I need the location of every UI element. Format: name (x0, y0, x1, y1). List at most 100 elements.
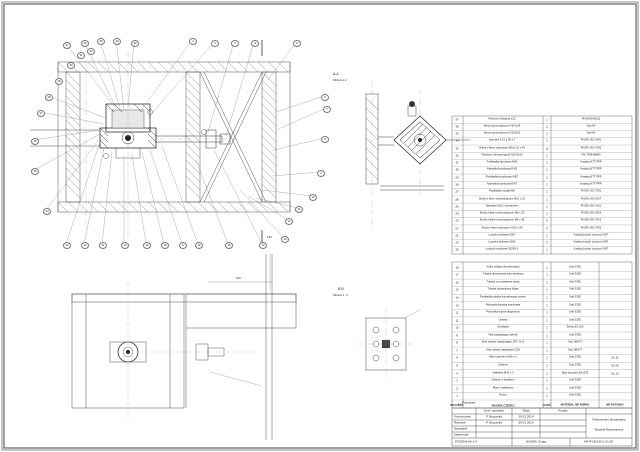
section-bb-scale: SKALA 1 : 2 (333, 293, 349, 297)
bom-cell-qty: 1 (546, 233, 548, 238)
bom-col-qty: ILOŚĆ (543, 403, 551, 407)
bom-cell-qty: 1 (546, 197, 548, 202)
title-col-name: Imię i nazwisko (483, 408, 505, 413)
bom-cell-name: Tulejka dystansowa długa (487, 288, 519, 292)
part-balloon: 37 (63, 42, 71, 49)
part-balloon: 6 (321, 94, 329, 101)
bom-cell-no: 15 (455, 287, 459, 292)
bom-cell-material: Stal S355 (569, 303, 581, 307)
bom-cell-name: Nakrętka łożyskowa KM7 (486, 182, 518, 186)
bom-cell-standard: PN-EN ISO 4017 (580, 197, 602, 201)
bom-cell-qty: 1 (546, 265, 548, 270)
section-bb-view (358, 308, 421, 380)
bom-cell-name: Śruba z łbem walcowym M10 x 80 (481, 226, 523, 230)
part-balloon: 29 (55, 78, 63, 85)
bom-cell-name: Nakrętka M40 x 3 (492, 371, 514, 375)
part-balloon: 27 (37, 110, 45, 117)
bom-cell-qty: 1 (546, 355, 548, 360)
bom-cell-name: Śruba z łbem walcowym M10x1,5 x 40 (479, 146, 525, 150)
bom-cell-standard: Katalog łożysk tocznych SKF (573, 240, 609, 244)
bom-cell-no: 30 (455, 167, 459, 172)
part-balloon: 1 (189, 38, 197, 45)
bom-cell-no: 9 (456, 333, 458, 338)
bom-col-material: MATERIAŁ, NR NORMY (560, 403, 590, 407)
bom-cell-name: Obejmy z drążkiem (491, 378, 515, 382)
bom-cell-name: Nakrętka łożyskowa KM3 (486, 168, 518, 172)
bom-cell-standard: PN-EN ISO 2341 (580, 139, 602, 143)
bom-cell-qty: 1 (546, 131, 548, 136)
bom-cell-name: Obejma (498, 363, 508, 367)
bom-cell-name: Pierścień Simmeringa B 32x72x10 (481, 153, 523, 157)
part-balloon: 9 (317, 170, 325, 177)
bom-cell-sheet: 01.09 (611, 363, 619, 368)
title-row-date: 29.01.2014 (518, 414, 534, 419)
bom-cell-material: Stal S355 (569, 272, 581, 276)
school-name: Politechnika Wrocławska (592, 417, 626, 422)
title-row-role: Konstruował (454, 414, 471, 419)
drawing-frame (3, 3, 637, 449)
part-balloon: 13 (281, 236, 289, 243)
title-row-role: Zatwierdził (454, 432, 469, 437)
bom-cell-no: 10 (455, 325, 459, 330)
bom-cell-no: 34 (455, 138, 459, 143)
part-balloon: 24 (43, 208, 51, 215)
bom-cell-name: Uchwyt (498, 318, 508, 322)
part-balloon: 36 (81, 40, 89, 47)
part-balloon: 3 (231, 40, 239, 47)
bom-cell-name: Pokrywka łożyska zamknięta (485, 303, 521, 307)
bom-cell-name: Obudowa (497, 325, 509, 329)
bom-cell-standard: PN-EN ISO 4762 (580, 146, 602, 150)
part-balloon: 5 (293, 40, 301, 47)
bom-cell-qty: 1 (546, 247, 548, 252)
bom-cell-standard: Katalog NTT PPP (580, 168, 602, 172)
bom-cell-name: Łożysko stożkowe 30209 X (485, 248, 519, 252)
part-balloon: 4 (251, 40, 259, 47)
bom-cell-qty: 1 (546, 348, 548, 353)
part-balloon: 30 (67, 62, 75, 69)
bom-cell-no: 2 (456, 386, 458, 391)
bom-cell-name: Tulejka na ustawienie wrota (486, 280, 520, 284)
bom-cell-standard: Katalog NTT PPP (580, 175, 602, 179)
part-balloon: 12 (285, 218, 293, 225)
bom-cell-qty: 1 (546, 333, 548, 338)
bom-row-lines (452, 123, 632, 401)
bom-col-name: NAZWA CZĘŚCI (491, 403, 515, 408)
bom-cell-material: Żeliwo EL 200 (566, 325, 584, 329)
bom-cell-name: Płyta z wahliwem (492, 386, 514, 390)
bom-cell-material: Stal S355 (569, 310, 581, 314)
bom-cell-sheet: 01.11 (611, 355, 619, 360)
bom-cell-qty: 1 (546, 280, 548, 285)
bom-cell-name: Pierścień Seegera Z12 (488, 117, 516, 121)
bom-cell-qty: 1 (546, 393, 548, 398)
bom-cell-name: Tulejka dystansowa koło zębatego (482, 272, 524, 276)
part-balloon: 14 (259, 242, 267, 249)
bom-cell-no: 17 (455, 272, 459, 277)
bom-cell-qty: 1 (546, 310, 548, 315)
bom-cell-material: Stal S355 (569, 295, 581, 299)
bom-cell-no: 26 (455, 197, 459, 202)
bom-cell-qty: 2 (546, 240, 548, 245)
balloon-leaders (33, 39, 327, 245)
bom-cell-name: Wpust pryzmatyczny A 8x7x28 (483, 124, 521, 128)
part-balloon: 21 (99, 242, 107, 249)
bom-cell-qty: 1 (546, 153, 548, 158)
bom-cell-name: Nakrętka M12 z kołnierzem (485, 204, 519, 208)
bom-cell-name: Podkładka zwykła M6 (489, 189, 515, 193)
part-balloon: 19 (143, 242, 151, 249)
bom-cell-no: 13 (455, 303, 459, 308)
part-balloon: 28 (45, 94, 53, 101)
bom-cell-name: Podkładka fazowana M64 (486, 160, 518, 164)
part-balloon: 25 (31, 168, 39, 175)
drawing-scale: PODZIAŁKA 1:4 (455, 439, 477, 444)
bom-cell-no: 11 (455, 318, 459, 323)
part-balloon: 35 (97, 38, 105, 45)
title-row-role: Rysował (454, 420, 466, 425)
bom-cell-material: Stal S355 (569, 333, 581, 337)
bom-cell-standard: Stal 5A (586, 124, 596, 128)
bom-cell-material: Stal 18HGT (567, 348, 583, 352)
bom-cell-qty: 2 (546, 124, 548, 129)
bom-cell-name: Kółko tulejka ułożyskowana (486, 265, 520, 269)
bom-cell-name: Łożysko kulkowe 6207 (488, 233, 516, 237)
